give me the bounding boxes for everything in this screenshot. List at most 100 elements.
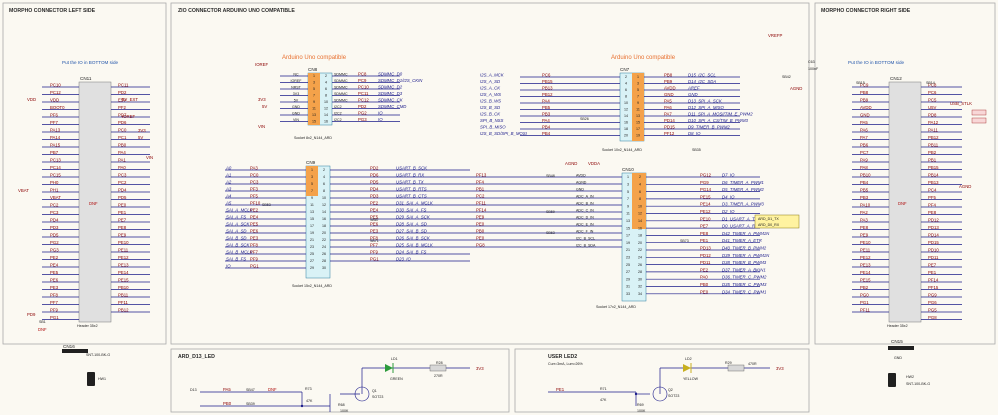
cn10-right-func-1: D6_TIMER_A_PWM1 — [722, 180, 764, 185]
cn8-func-7: IO — [378, 117, 383, 122]
cn8-pinnum-odd-4: 9 — [313, 100, 315, 104]
cn12-left-pin-6: PA6 — [860, 127, 868, 132]
arduino-compat-1: Arduino Uno compatible — [282, 55, 347, 61]
cn11-left-pin-29: PF7 — [50, 300, 58, 305]
sb15-label: SB15 — [856, 81, 865, 85]
cn10-right-func-11: D39_TIMER_A_PWM1N — [722, 253, 770, 258]
pe1-label: PE1 — [556, 387, 565, 392]
cn12-ref: CN12 — [890, 76, 902, 81]
cn10-value: Socket 17x2_N144_ARD — [596, 305, 636, 309]
cn12-left-pin-22: PE11 — [860, 247, 871, 252]
ioref-label: IOREF — [255, 62, 269, 67]
cn9-right-func-8: D28_SAI_A_SD — [396, 222, 427, 227]
cn10-right-sig-1: PG9 — [700, 180, 709, 185]
cn9-right-func-1: USART_B_RX — [396, 173, 424, 178]
r71-value: 47K — [600, 398, 607, 402]
cn9-left-sig-13: PF9 — [250, 257, 258, 262]
cn12-right-pin-23: PD11 — [928, 255, 939, 260]
agnd-cn10-label: AGND — [565, 161, 577, 166]
cn10-right-sig-6: PE10 — [700, 216, 711, 221]
cn10-left-func-7: ADC_E_IN — [576, 223, 594, 227]
left-section-frame — [2, 2, 167, 345]
center-section-frame — [170, 2, 810, 345]
cn11-right-pin-29: PF11 — [118, 300, 129, 305]
cn11-right-pin-20: PE9 — [118, 232, 127, 237]
cn11-right-pin-8: PB0 — [118, 142, 127, 147]
cn11-left-pin-23: PE2 — [50, 255, 59, 260]
arduino-compat-2: Arduino Uno compatible — [611, 55, 676, 61]
cn11-left-pin-18: PD4 — [50, 217, 59, 222]
sb14-label: SB14 — [926, 81, 935, 85]
cn12-right-pin-10: PB1 — [928, 157, 937, 162]
cn9-sb-0: SB53 — [262, 203, 271, 207]
cn11-right-pin-26: PE15 — [118, 277, 129, 282]
vbat-label: VBAT — [18, 188, 29, 193]
left-section-title: MORPHO CONNECTOR LEFT SIDE — [9, 8, 96, 14]
cn8-pinnum-even-5: 12 — [324, 107, 328, 111]
cn11-left-pin-19: PD3 — [50, 225, 59, 230]
cn9-pinnum-odd-11: 23 — [310, 245, 314, 249]
cn11-left-pin-30: PF9 — [50, 307, 58, 312]
cn9-left-func-11: SAI_B_SCK — [226, 243, 251, 248]
cn9-right-func-4: USART_B_CTS — [396, 194, 427, 199]
cn10-pinnum-odd-4: 9 — [627, 204, 629, 208]
cn7-left-func-5: I2S_B_SD — [480, 105, 500, 110]
cn10-left-func-0: AVDD — [576, 174, 586, 178]
cn8-pinnum-even-1: 4 — [325, 81, 327, 85]
cn10-right-sig-4: PE14 — [700, 202, 711, 207]
cn10-left-func-4: ADC_B_IN — [576, 202, 594, 206]
cn10-right-sig-8: PE8 — [700, 231, 709, 236]
cn9-left-func-1: A1 — [225, 173, 232, 178]
hw1-jumper-icon — [87, 372, 95, 386]
cn7-pinnum-even-2: 6 — [625, 88, 627, 92]
cn10-pinnum-even-15: 32 — [638, 285, 642, 289]
cn8-pinnum-odd-3: 7 — [313, 94, 315, 98]
cn10-pinnum-even-8: 18 — [638, 234, 642, 238]
cn15-body — [888, 346, 914, 350]
cn9-pinnum-even-11: 24 — [322, 245, 326, 249]
cn12-left-pin-30: PF11 — [860, 307, 871, 312]
3v3-user-led-label: 3V3 — [776, 366, 784, 371]
r28-label: R28 — [436, 361, 443, 365]
cn7-left-sig-6: PB3 — [542, 112, 551, 117]
cn7-pinnum-odd-4: 9 — [637, 101, 639, 105]
cn11-left-pin-28: PF8 — [50, 292, 58, 297]
cn9-left-func-5: A5 — [225, 201, 232, 206]
cn12-left-pins: PC9PB8PB9AVDDGNDPA5PA6PA7PB6PC7PA9PA8PB1… — [852, 82, 889, 312]
cn9-right-sig-12: PF9 — [370, 250, 378, 255]
cn9-right-sig-6: PE4 — [370, 208, 379, 213]
cn10-pinnum-odd-5: 11 — [626, 212, 630, 216]
cn9-ref: CN9 — [306, 160, 316, 165]
cn11-value: Header 35x2 — [77, 324, 98, 328]
cn7-pinnum-odd-5: 11 — [636, 108, 640, 112]
cn12-right-pin-30: PG5 — [928, 307, 937, 312]
cn9-left-sig-6: PE2 — [250, 208, 259, 213]
cn7-left-sig-9: PB4 — [542, 131, 551, 136]
cn12-right-pin-27: PF15 — [928, 285, 939, 290]
cn11-right-pin-25: PE14 — [118, 270, 129, 275]
cn11-left-pin-17: PC3 — [50, 210, 59, 215]
cn10-pinnum-even-5: 12 — [638, 212, 642, 216]
dnf-box-1 — [971, 109, 987, 116]
5v-left-label: 5V — [138, 135, 143, 140]
cn12-left-pin-25: PE14 — [860, 270, 871, 275]
cn11-left-pin-13: PH0 — [50, 180, 59, 185]
r73-value: 47K — [306, 399, 313, 403]
cn7-left-func-3: I2S_A_WS — [480, 92, 501, 97]
cn7-left-sig-4: PA4 — [542, 99, 550, 104]
cn12-left-pin-19: PE8 — [860, 225, 869, 230]
cn11-right-pin-11: PA0 — [118, 165, 126, 170]
cn11-left-pin-5: PF7 — [50, 120, 58, 125]
cn12-right-pin-20: PD14 — [928, 232, 939, 237]
cn10-ref: CN10 — [622, 167, 634, 172]
cn9-left-func-7: SAI_A_FS — [226, 215, 246, 220]
cn12-right-pin-5: PA12 — [928, 120, 939, 125]
cn9-right-func-6: D30_SAI_A_FS — [396, 208, 426, 213]
cn10-right-func-16: D34_TIMER_C_PWM1 — [722, 289, 767, 294]
cn12-right-pin-14: PC4 — [928, 187, 937, 192]
cn8-pinnum-odd-0: 1 — [313, 74, 315, 78]
cn8-right-7: I2C2 — [334, 118, 342, 122]
r29-label: R29 — [725, 361, 732, 365]
d13-label: D13 — [190, 388, 197, 392]
